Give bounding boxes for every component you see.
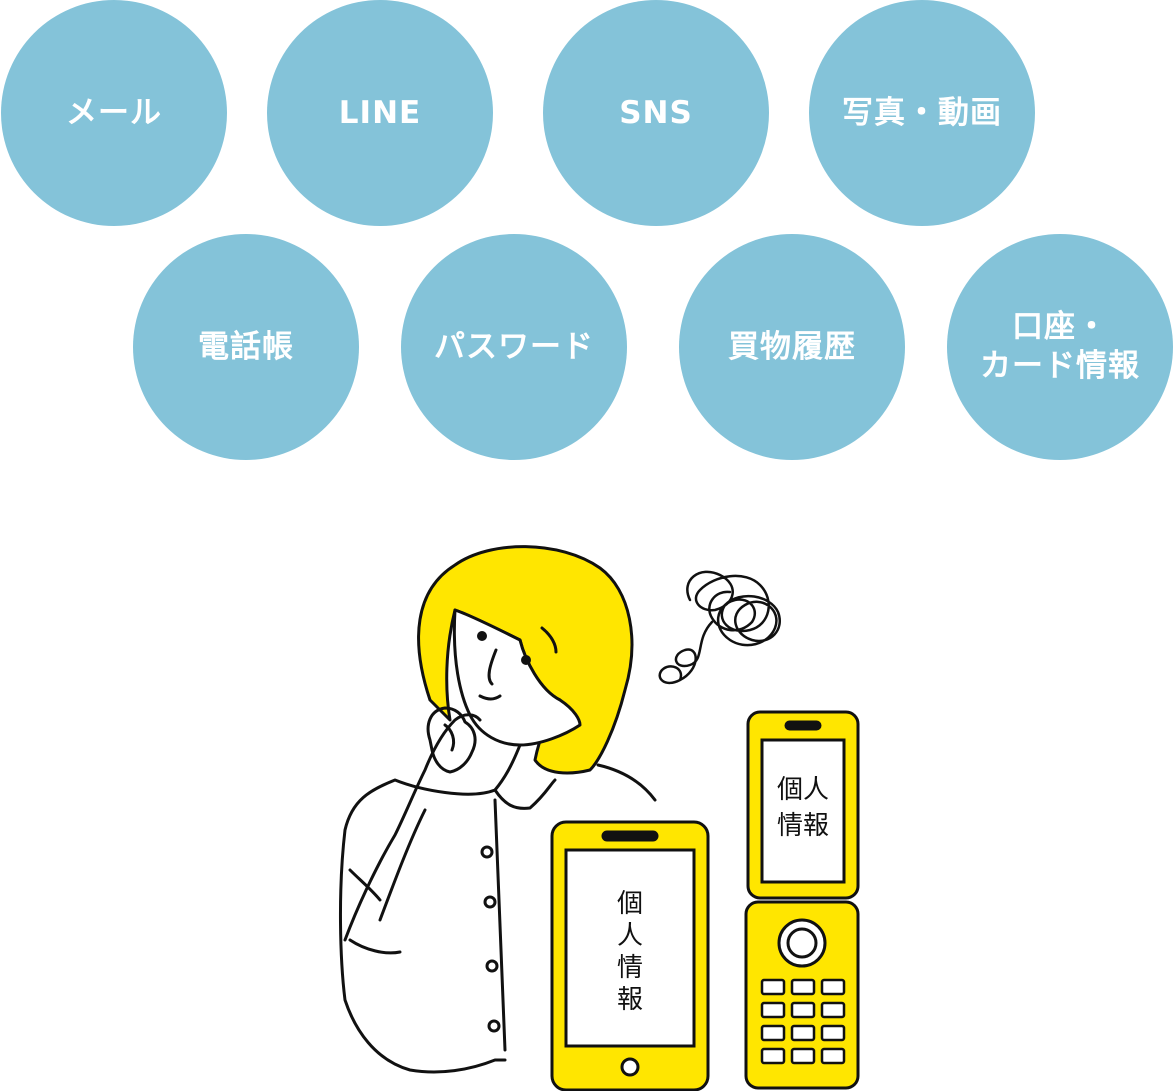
bubble-line-label: LINE — [338, 94, 422, 131]
button-4 — [487, 1019, 501, 1033]
right-eye — [521, 655, 531, 665]
button-1 — [480, 845, 494, 859]
smartphone-char-3: 情 — [617, 953, 643, 983]
face — [452, 608, 582, 747]
left-eye — [477, 631, 487, 641]
eyebrow — [540, 626, 558, 654]
placket — [493, 798, 507, 1052]
bubble-line: LINE — [267, 0, 493, 226]
button-3 — [485, 959, 499, 973]
flip-phone-line-2: 情報 — [777, 811, 829, 841]
bubble-photo-video-label: 写真・動画 — [842, 94, 1002, 131]
bubble-mail: メール — [1, 0, 227, 226]
smartphone-char-4: 報 — [617, 985, 643, 1015]
smartphone-char-2: 人 — [617, 921, 643, 951]
bubble-sns: SNS — [543, 0, 769, 226]
bubble-sns-label: SNS — [619, 94, 693, 131]
nose — [487, 648, 498, 686]
bubble-password: パスワード — [401, 234, 627, 460]
bubble-photo-video: 写真・動画 — [809, 0, 1035, 226]
scribble-tail — [658, 620, 714, 685]
bubble-password-label: パスワード — [434, 328, 594, 365]
arm — [343, 713, 482, 942]
sleeve-fold — [348, 868, 382, 902]
smartphone — [550, 820, 710, 1091]
smartphone-char-1: 個 — [617, 889, 643, 919]
smartphone-screen-text: 個 人 情 報 — [617, 889, 643, 1015]
bubble-mail-label: メール — [66, 94, 162, 131]
bubble-bank-card: 口座・ カード情報 — [947, 234, 1173, 460]
sleeve-cuff — [348, 938, 402, 955]
bubble-bank-card-label: 口座・ カード情報 — [980, 309, 1140, 384]
bubble-phonebook-label: 電話帳 — [198, 328, 294, 365]
collar — [493, 778, 557, 810]
flip-phone — [744, 710, 860, 1090]
mouth — [478, 694, 502, 701]
forearm — [378, 808, 427, 922]
blouse-right — [596, 763, 657, 802]
bubble-purchase-history: 買物履歴 — [679, 234, 905, 460]
button-2 — [483, 895, 497, 909]
bubble-purchase-history-label: 買物履歴 — [728, 328, 856, 365]
scribble-icon — [686, 570, 781, 647]
blouse — [338, 743, 522, 1074]
hand — [426, 706, 477, 774]
finger — [443, 723, 456, 752]
flip-phone-line-1: 個人 — [777, 775, 829, 805]
flip-phone-screen-text: 個人 情報 — [777, 775, 829, 841]
bubble-phonebook: 電話帳 — [133, 234, 359, 460]
